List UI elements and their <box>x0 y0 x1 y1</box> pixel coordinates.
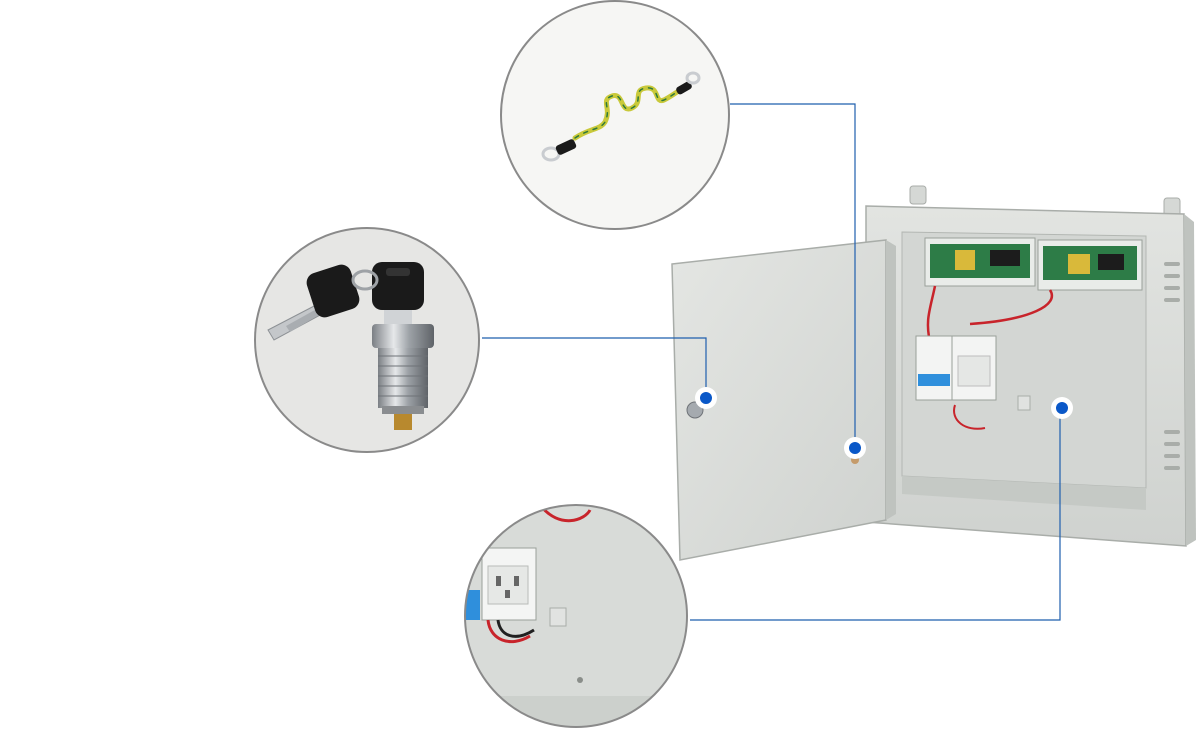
mounting-tab-left <box>909 185 927 205</box>
red-wire <box>969 289 1053 326</box>
callout-keys-lock <box>254 227 480 453</box>
hotspot-lock[interactable] <box>695 387 717 409</box>
leader-line-ground <box>730 103 856 448</box>
cabinet-bottom-lip <box>902 476 1146 510</box>
callout-border <box>500 0 730 230</box>
cabinet-side <box>1184 214 1196 546</box>
power-supply-boards <box>924 237 1143 291</box>
side-vents <box>1164 262 1180 470</box>
ground-wire-icon <box>541 71 701 162</box>
breaker-socket-module <box>915 335 997 401</box>
hotspot-dot-icon <box>1056 402 1068 414</box>
red-wire <box>953 404 986 430</box>
keys-and-lock-icon <box>267 262 434 430</box>
hotspot-ground[interactable] <box>844 437 866 459</box>
ground-stud <box>1017 395 1031 411</box>
leader-line-socket <box>690 408 1061 621</box>
callout-socket <box>464 504 688 728</box>
leader-line-lock <box>482 337 707 398</box>
hotspot-dot-icon <box>700 392 712 404</box>
callout-ground-wire <box>500 0 730 230</box>
door-edge <box>886 240 896 520</box>
leader-lines <box>482 103 1061 621</box>
hotspot-socket[interactable] <box>1051 397 1073 419</box>
callout-border <box>254 227 480 453</box>
cabinet <box>671 185 1196 561</box>
hotspot-dot-icon <box>849 442 861 454</box>
callout-border <box>464 504 688 728</box>
